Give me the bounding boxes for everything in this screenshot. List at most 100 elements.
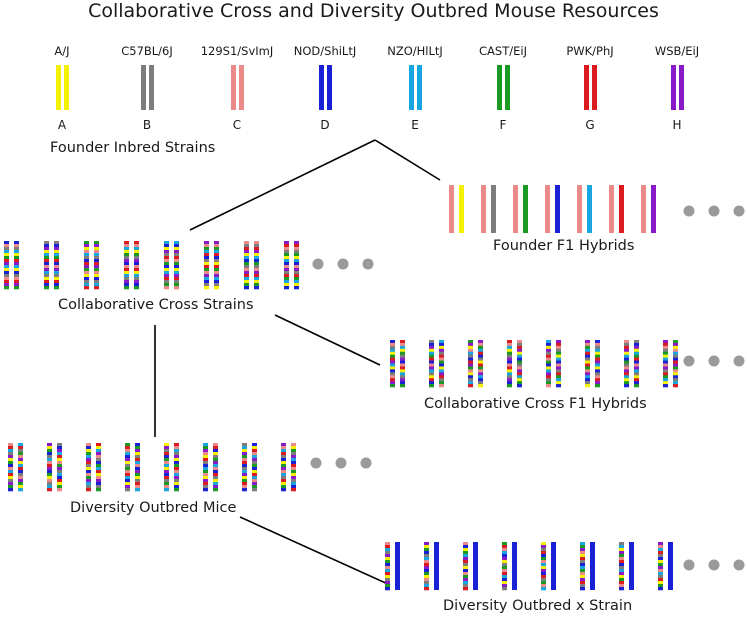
do-chromosome-segment bbox=[213, 476, 218, 480]
do-x-strain-chromosome-segment bbox=[424, 542, 429, 546]
cc-chromosome-segment bbox=[84, 256, 89, 260]
founder-chromosome-bars bbox=[56, 65, 684, 110]
cc-chromosome-segment bbox=[84, 265, 89, 269]
do-chromosome-segment bbox=[96, 461, 101, 465]
do-chromosome-segment bbox=[252, 464, 257, 468]
do-chromosome-segment bbox=[291, 449, 296, 453]
do-chromosome-segment bbox=[164, 443, 169, 447]
do-chromosome-segment bbox=[164, 461, 169, 465]
cc-chromosome-segment bbox=[134, 265, 139, 269]
cc-f1-chromosome-segment bbox=[468, 345, 473, 350]
cc-chromosome-segment bbox=[174, 241, 179, 245]
do-chromosome-segment bbox=[174, 452, 179, 456]
founder-strain-name: NOD/ShiLtJ bbox=[293, 44, 357, 58]
founder-inbred-label: Founder Inbred Strains bbox=[50, 140, 216, 156]
do-chromosome-segment bbox=[8, 464, 13, 468]
do-chromosome-segment bbox=[252, 470, 257, 474]
do-x-strain-chromosome-segment bbox=[424, 584, 429, 588]
cc-f1-chromosome-segment bbox=[439, 340, 444, 344]
cc-chromosome-segment bbox=[14, 268, 19, 272]
cc-f1-chromosome-segment bbox=[663, 342, 668, 347]
continuation-dots bbox=[310, 205, 745, 571]
cc-f1-chromosome-segment bbox=[400, 381, 405, 385]
do-x-strain-chromosome-segment bbox=[424, 578, 429, 582]
cc-f1-chromosome-segment bbox=[595, 351, 600, 355]
do-chromosome-segment bbox=[281, 473, 286, 477]
cc-chromosome-segment bbox=[54, 277, 59, 281]
do-chromosome-segment bbox=[174, 470, 179, 474]
cc-chromosome-segment bbox=[294, 250, 299, 254]
cc-f1-chromosome-segment bbox=[439, 378, 444, 382]
cc-chromosome-segment bbox=[4, 286, 9, 290]
cc-f1-chromosome-segment bbox=[478, 369, 483, 373]
cc-f1-chromosome-segment bbox=[468, 384, 473, 388]
cc-f1-chromosome-segment bbox=[517, 345, 522, 350]
cc-f1-chromosome-segment bbox=[556, 378, 561, 382]
cc-chromosome-segment bbox=[294, 268, 299, 272]
do-x-strain-chromosome-segment bbox=[463, 545, 468, 549]
cc-chromosome-segment bbox=[284, 277, 289, 281]
connector-line bbox=[374, 139, 441, 181]
do-chromosome-segment bbox=[242, 482, 247, 486]
cc-f1-chromosome-segment bbox=[624, 354, 629, 358]
do-chromosome-segment bbox=[18, 488, 23, 492]
do-x-strain-chromosome bbox=[629, 542, 634, 590]
do-chromosome-segment bbox=[242, 485, 247, 489]
cc-chromosome-segment bbox=[84, 244, 89, 248]
cc-f1-chromosome-segment bbox=[517, 384, 522, 388]
founder-chromosome bbox=[149, 65, 154, 110]
cc-f1-chromosome-segment bbox=[439, 369, 444, 373]
do-chromosome-segment bbox=[213, 458, 218, 462]
do-chromosome-segment bbox=[86, 449, 91, 453]
cc-f1-chromosome-segment bbox=[634, 372, 639, 376]
cc-f1-chromosome-segment bbox=[546, 378, 551, 382]
cc-chromosome-segment bbox=[254, 262, 259, 266]
cc-chromosome-segment bbox=[164, 253, 169, 257]
cc-chromosome-segment bbox=[44, 247, 49, 251]
cc-f1-chromosome-segment bbox=[468, 363, 473, 367]
cc-f1-chromosome-segment bbox=[673, 372, 678, 376]
do-chromosome-segment bbox=[281, 455, 286, 459]
do-chromosome-segment bbox=[203, 452, 208, 456]
cc-chromosome-segment bbox=[204, 265, 209, 269]
cc-chromosome-segment bbox=[284, 244, 289, 248]
cc-chromosome-segment bbox=[174, 271, 179, 275]
cc-chromosome-segment bbox=[164, 244, 169, 248]
cc-f1-chromosome-segment bbox=[400, 351, 405, 355]
cc-chromosome-segment bbox=[124, 268, 129, 272]
do-chromosome-segment bbox=[203, 458, 208, 462]
do-chromosome-segment bbox=[291, 443, 296, 447]
do-chromosome-segment bbox=[242, 476, 247, 480]
do-chromosome-segment bbox=[281, 476, 286, 480]
do-chromosome-segment bbox=[135, 458, 140, 462]
cc-f1-chromosome-segment bbox=[595, 340, 600, 344]
founder-letter: F bbox=[499, 118, 507, 132]
do-chromosome-segment bbox=[47, 452, 52, 456]
cc-f1-chromosome-segment bbox=[624, 369, 629, 373]
cc-f1-chromosome-segment bbox=[673, 345, 678, 350]
cc-chromosome-segment bbox=[14, 274, 19, 278]
founder-letter: C bbox=[232, 118, 242, 132]
cc-f1-chromosome-segment bbox=[429, 375, 434, 379]
do-x-strain-chromosome-segment bbox=[463, 563, 468, 567]
cc-chromosome-segment bbox=[14, 283, 19, 287]
do-x-strain-chromosome bbox=[395, 542, 400, 590]
do-chromosome-segment bbox=[96, 485, 101, 489]
do-x-strain-chromosome-segment bbox=[658, 545, 663, 549]
do-chromosome-segment bbox=[125, 476, 130, 480]
do-chromosome-segment bbox=[18, 449, 23, 453]
do-chromosome-segment bbox=[57, 446, 62, 450]
cc-f1-chromosome-segment bbox=[507, 351, 512, 355]
do-chromosome-segment bbox=[252, 461, 257, 465]
cc-chromosome-segment bbox=[4, 259, 9, 263]
cc-f1-chromosome-segment bbox=[517, 357, 522, 361]
connector-line bbox=[274, 314, 381, 366]
cc-f1-chromosome-segment bbox=[634, 384, 639, 388]
cc-chromosome-segment bbox=[84, 280, 89, 284]
cc-chromosome-segment bbox=[214, 253, 219, 257]
do-chromosome-segment bbox=[96, 488, 101, 492]
cc-chromosome-segment bbox=[54, 274, 59, 278]
do-x-strain-chromosome-segment bbox=[658, 557, 663, 561]
cc-f1-chromosome-segment bbox=[673, 375, 678, 379]
cc-chromosome-segment bbox=[294, 247, 299, 251]
